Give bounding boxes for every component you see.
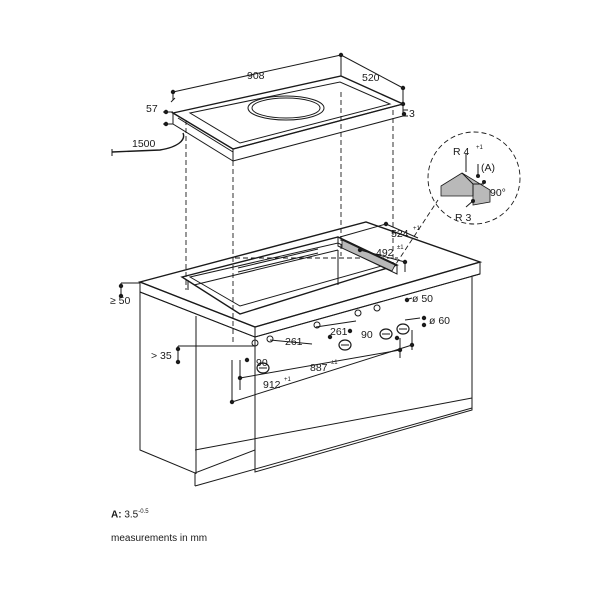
knob-90-right-label: 90	[361, 329, 373, 341]
width-908-label: 908	[247, 70, 265, 82]
detail-a-label: (A)	[481, 162, 495, 174]
span-887-label: 887	[310, 362, 328, 374]
edge-3-label: 3	[409, 108, 415, 120]
cabinet	[137, 221, 483, 487]
projection-lines	[185, 92, 439, 342]
detail-r4-label: R 4	[453, 146, 470, 158]
dia-50-label: ø 50	[412, 293, 433, 305]
knob-dimension-lines	[229, 297, 427, 405]
cutout-492-label: 492	[376, 247, 394, 259]
height-57-label: 57	[146, 103, 158, 115]
detail-angle-label: 90°	[490, 187, 506, 199]
depth-520-label: 520	[362, 72, 380, 84]
span-887-tolerance: ±1	[331, 360, 338, 366]
note-a-label: A:	[111, 509, 122, 521]
control-knobs	[251, 304, 410, 374]
cutout-524-tolerance: +1	[413, 226, 421, 232]
span-912-label: 912	[263, 379, 281, 391]
cutout-524-label: 524	[391, 228, 409, 240]
cutout-dimension-lines	[339, 221, 419, 272]
detail-r3-label: R 3	[455, 212, 472, 224]
edge-detail	[427, 131, 521, 225]
units-note: measurements in mm	[111, 533, 208, 544]
knob-261-left-label: 261	[285, 336, 303, 348]
span-912-tolerance: +1	[284, 377, 292, 383]
cable-1500-label: 1500	[132, 138, 156, 150]
cabinet-dimension-lines	[118, 282, 255, 365]
knob	[338, 339, 352, 351]
power-cable	[111, 132, 185, 153]
note-a: A: 3.5-0.5	[111, 509, 149, 520]
back-35-label: > 35	[151, 350, 172, 362]
cooktop	[171, 75, 406, 162]
knob	[256, 362, 270, 374]
dia-60-label: ø 60	[429, 315, 450, 327]
knob-90-left-label: 90	[256, 357, 268, 369]
cutout-492-tolerance: ±1	[397, 245, 404, 251]
front-50-label: ≥ 50	[110, 295, 131, 307]
knob-261-right-label: 261	[330, 326, 348, 338]
countertop-cutout	[180, 236, 399, 315]
detail-r4-tolerance: +1	[476, 145, 484, 151]
note-a-tolerance: -0.5	[138, 509, 149, 515]
knob	[379, 328, 393, 340]
knob	[396, 323, 410, 335]
top-dimension-lines	[163, 52, 408, 127]
note-a-value: 3.5	[124, 509, 139, 521]
cooktop-burner	[247, 95, 325, 121]
